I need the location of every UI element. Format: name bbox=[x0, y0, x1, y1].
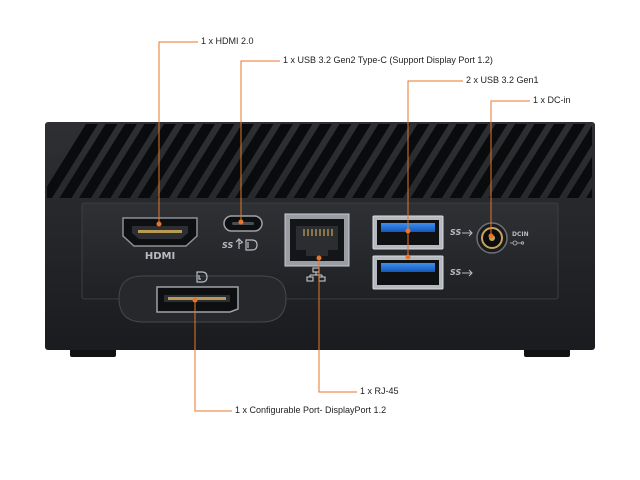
vent-slot bbox=[235, 124, 293, 198]
vent-slot bbox=[430, 124, 488, 198]
vent-slot bbox=[586, 188, 592, 198]
vent-slot bbox=[449, 124, 508, 198]
vent-slot bbox=[313, 124, 371, 198]
displayport-alt-mode-icon bbox=[245, 239, 258, 251]
usb-trident-icon bbox=[235, 238, 244, 249]
hdmi-port[interactable] bbox=[122, 217, 198, 247]
vent-slot bbox=[118, 124, 176, 198]
ss-label-a1: SS bbox=[450, 228, 461, 237]
vent-slot bbox=[332, 124, 391, 198]
vent-slot bbox=[254, 124, 313, 198]
callout-rj45: 1 x RJ-45 bbox=[360, 386, 399, 396]
vent-slot bbox=[488, 124, 547, 198]
ss-label-a2: SS bbox=[450, 268, 461, 277]
vent-slot bbox=[59, 124, 118, 198]
vent-slot bbox=[274, 124, 332, 198]
vent-slot bbox=[508, 124, 566, 198]
callout-lines bbox=[156, 41, 530, 412]
displayport-leader bbox=[194, 300, 232, 412]
callout-hdmi: 1 x HDMI 2.0 bbox=[201, 36, 254, 46]
usb-a-leader bbox=[407, 80, 463, 256]
superspeed-usb-icon: SS bbox=[450, 268, 473, 277]
vent-slot bbox=[352, 124, 410, 198]
vent-slot bbox=[157, 124, 215, 198]
displayport-icon bbox=[196, 271, 208, 283]
vent-slot bbox=[196, 124, 254, 198]
vent-slot bbox=[176, 124, 235, 198]
callout-usb-a: 2 x USB 3.2 Gen1 bbox=[466, 75, 539, 85]
dc-in-leader bbox=[490, 100, 530, 235]
vent-slot bbox=[527, 124, 586, 198]
vent-slot bbox=[469, 124, 527, 198]
vent-slot bbox=[547, 125, 592, 198]
vent-slot bbox=[215, 124, 274, 198]
usb-c-logo: SS bbox=[222, 238, 258, 251]
callout-usb-c: 1 x USB 3.2 Gen2 Type-C (Support Display… bbox=[283, 55, 493, 65]
superspeed-usb-icon: SS bbox=[450, 228, 473, 237]
vent-slot bbox=[371, 124, 430, 198]
hdmi-leader bbox=[158, 41, 198, 223]
vent-slot bbox=[566, 156, 592, 198]
hdmi-label: HDMI bbox=[145, 251, 175, 262]
vent-slot bbox=[47, 124, 98, 198]
dcin-marking: DCIN bbox=[510, 231, 529, 246]
vent-slot bbox=[98, 124, 157, 198]
polarity-icon bbox=[510, 240, 525, 246]
usb-c-leader bbox=[240, 60, 280, 222]
dcin-label: DCIN bbox=[512, 231, 529, 238]
vent-slot bbox=[79, 124, 137, 198]
vent-slot bbox=[625, 124, 640, 198]
vent-grille bbox=[47, 124, 640, 198]
usb-a-port-lower[interactable] bbox=[372, 255, 444, 290]
vent-slot bbox=[391, 124, 449, 198]
ss-label-c: SS bbox=[222, 241, 233, 250]
vent-slot bbox=[293, 124, 352, 198]
callout-dc-in: 1 x DC-in bbox=[533, 95, 571, 105]
callout-displayport: 1 x Configurable Port- DisplayPort 1.2 bbox=[235, 405, 387, 415]
vent-slot bbox=[137, 124, 196, 198]
vent-slot bbox=[410, 124, 469, 198]
vent-slot bbox=[606, 124, 640, 198]
rj45-leader bbox=[318, 258, 357, 393]
displayport-port[interactable] bbox=[156, 286, 239, 313]
